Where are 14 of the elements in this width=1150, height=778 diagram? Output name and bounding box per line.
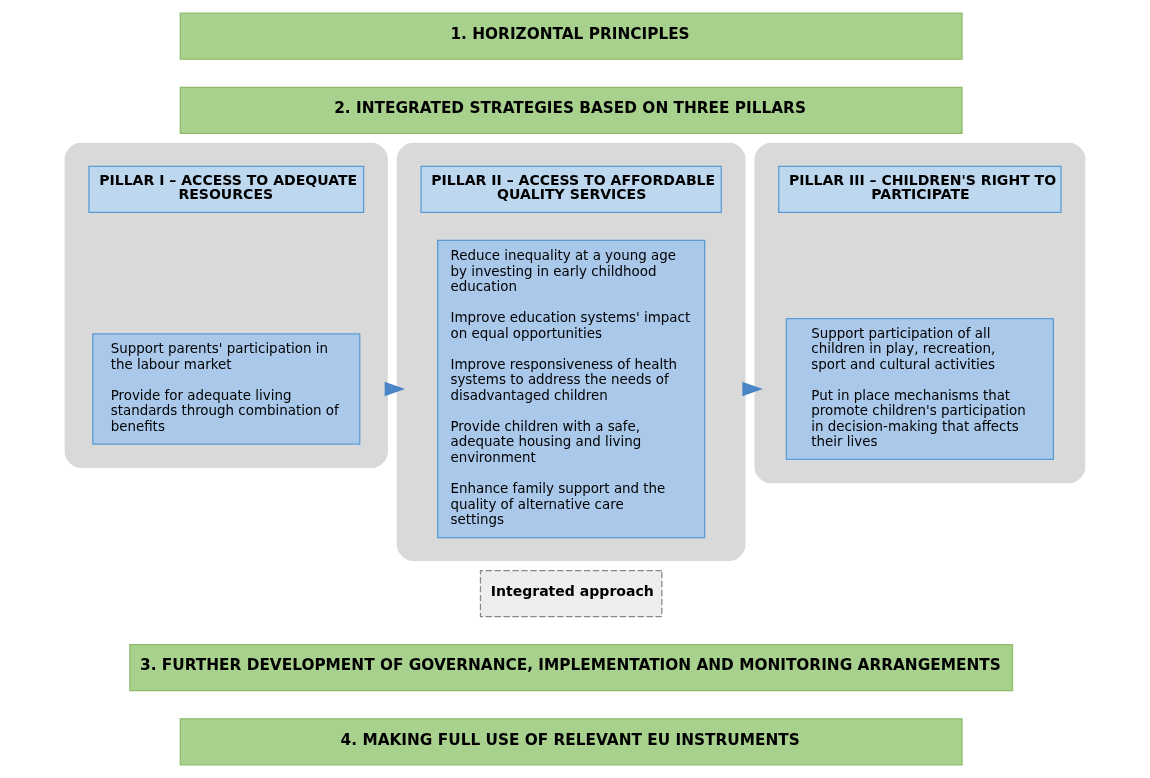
node-box: PILLAR II – ACCESS TO AFFORDABLE QUALITY SERVICES <box>420 165 722 214</box>
node-box: Support parents' participation in the labour market Provide for adequate living standards through combination of benefits <box>92 333 361 445</box>
node-box: 2. INTEGRATED STRATEGIES BASED ON THREE PILLARS <box>179 86 963 134</box>
node-box: Support participation of all children in play, recreation, sport and cultural activities Put in place mechanisms that promote children's participation in decision-making that affects their lives <box>785 318 1055 460</box>
node-box: 4. MAKING FULL USE OF RELEVANT EU INSTRUMENTS <box>179 718 963 766</box>
node-box: PILLAR I – ACCESS TO ADEQUATE RESOURCES <box>88 165 365 214</box>
node-box: Integrated approach <box>479 570 663 618</box>
cluster <box>396 142 746 562</box>
node-box: Reduce inequality at a young age by investing in early childhood education Improve education systems' impact on equal opportunities Improve responsiveness of health systems to address the needs of disadvantaged children Provide children with a safe, adequate housing and living environment Enhance family support and the quality of alternative care settings <box>437 239 706 539</box>
node-box: PILLAR III – CHILDREN'S RIGHT TO PARTICIPATE <box>778 165 1062 214</box>
cluster <box>64 142 388 468</box>
cluster <box>754 142 1086 484</box>
node-box: 3. FURTHER DEVELOPMENT OF GOVERNANCE, IMPLEMENTATION AND MONITORING ARRANGEMENTS <box>129 644 1014 692</box>
node-box: 1. HORIZONTAL PRINCIPLES <box>179 12 963 60</box>
